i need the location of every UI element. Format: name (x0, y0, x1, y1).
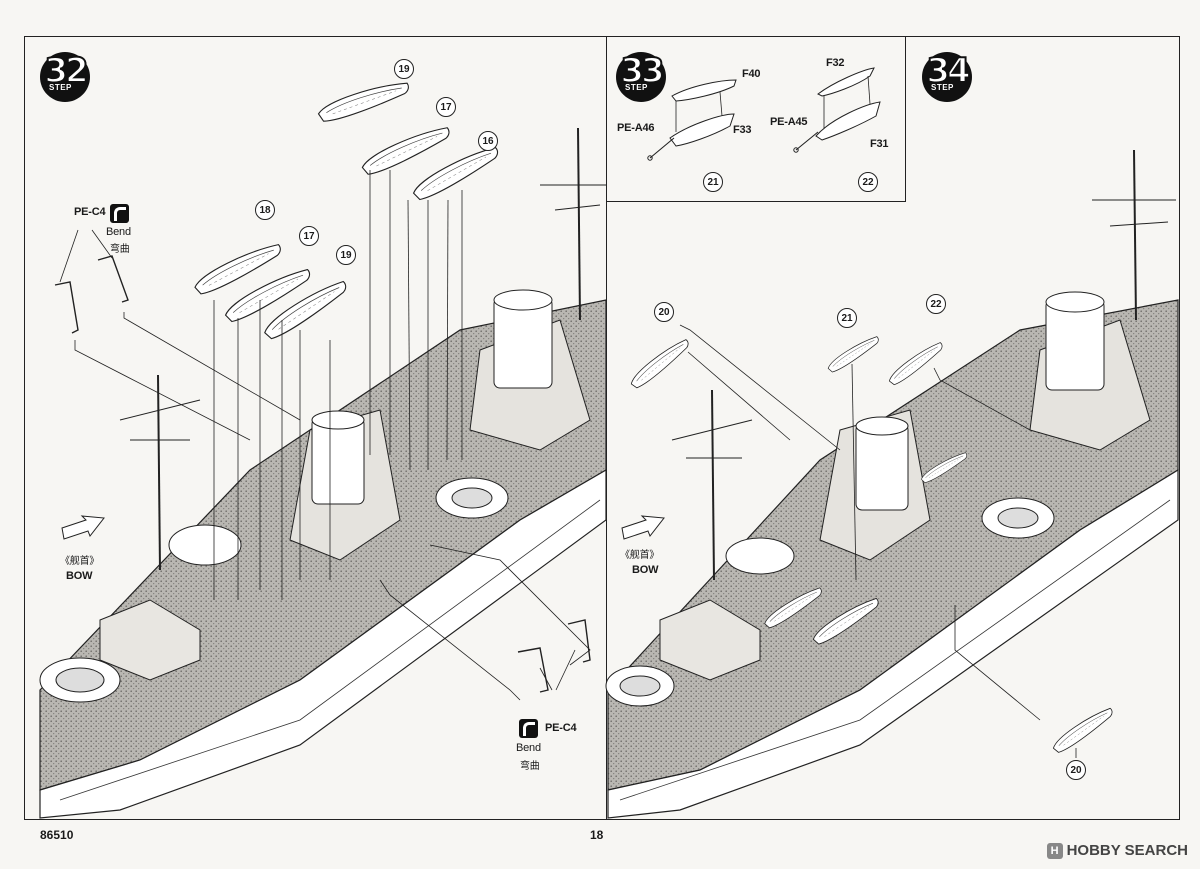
watermark-text: HOBBY SEARCH (1066, 842, 1188, 859)
step-33-badge: 33 STEP (614, 50, 668, 104)
part-ref-circle: 19 (336, 245, 356, 265)
bend-label-cn: 弯曲 (520, 761, 540, 772)
step-33-boats (647, 67, 881, 161)
bow-label: BOW (66, 570, 93, 582)
pe-part-label: PE-A46 (617, 122, 655, 134)
watermark: H HOBBY SEARCH (1046, 842, 1188, 859)
step-word: STEP (929, 83, 956, 92)
step-34-badge: 34 STEP (920, 50, 974, 104)
bow-label-cn: 《舰首》 (620, 550, 660, 561)
part-label: F33 (733, 124, 752, 136)
part-ref-circle: 21 (703, 172, 723, 192)
kit-code: 86510 (40, 828, 74, 842)
hobby-search-logo-icon: H (1046, 842, 1063, 859)
part-ref-circle: 21 (837, 308, 857, 328)
page-number: 18 (590, 828, 604, 842)
step-32-hull (39, 82, 607, 819)
bend-icon (519, 719, 538, 738)
pe-part-label: PE-A45 (770, 116, 808, 128)
bend-label-cn: 弯曲 (110, 244, 130, 255)
step-word: STEP (47, 83, 74, 92)
part-ref-circle: 20 (1066, 760, 1086, 780)
part-ref-circle: 17 (299, 226, 319, 246)
step-34-hull (605, 149, 1179, 819)
step-word: STEP (623, 83, 650, 92)
step-32-badge: 32 STEP (38, 50, 92, 104)
bend-label: Bend (516, 742, 541, 754)
part-ref-circle: 22 (926, 294, 946, 314)
part-ref-circle: 20 (654, 302, 674, 322)
step-34-panel (606, 36, 1180, 820)
part-label: F31 (870, 138, 889, 150)
part-ref-circle: 17 (436, 97, 456, 117)
pe-part-label: PE-C4 (545, 722, 577, 734)
part-ref-circle: 22 (858, 172, 878, 192)
part-ref-circle: 18 (255, 200, 275, 220)
part-ref-circle: 16 (478, 131, 498, 151)
bend-icon (110, 204, 129, 223)
part-label: F32 (826, 57, 845, 69)
bend-label: Bend (106, 226, 131, 238)
bow-label-cn: 《舰首》 (60, 556, 100, 567)
part-label: F40 (742, 68, 761, 80)
bow-label: BOW (632, 564, 659, 576)
part-ref-circle: 19 (394, 59, 414, 79)
pe-part-label: PE-C4 (74, 206, 106, 218)
